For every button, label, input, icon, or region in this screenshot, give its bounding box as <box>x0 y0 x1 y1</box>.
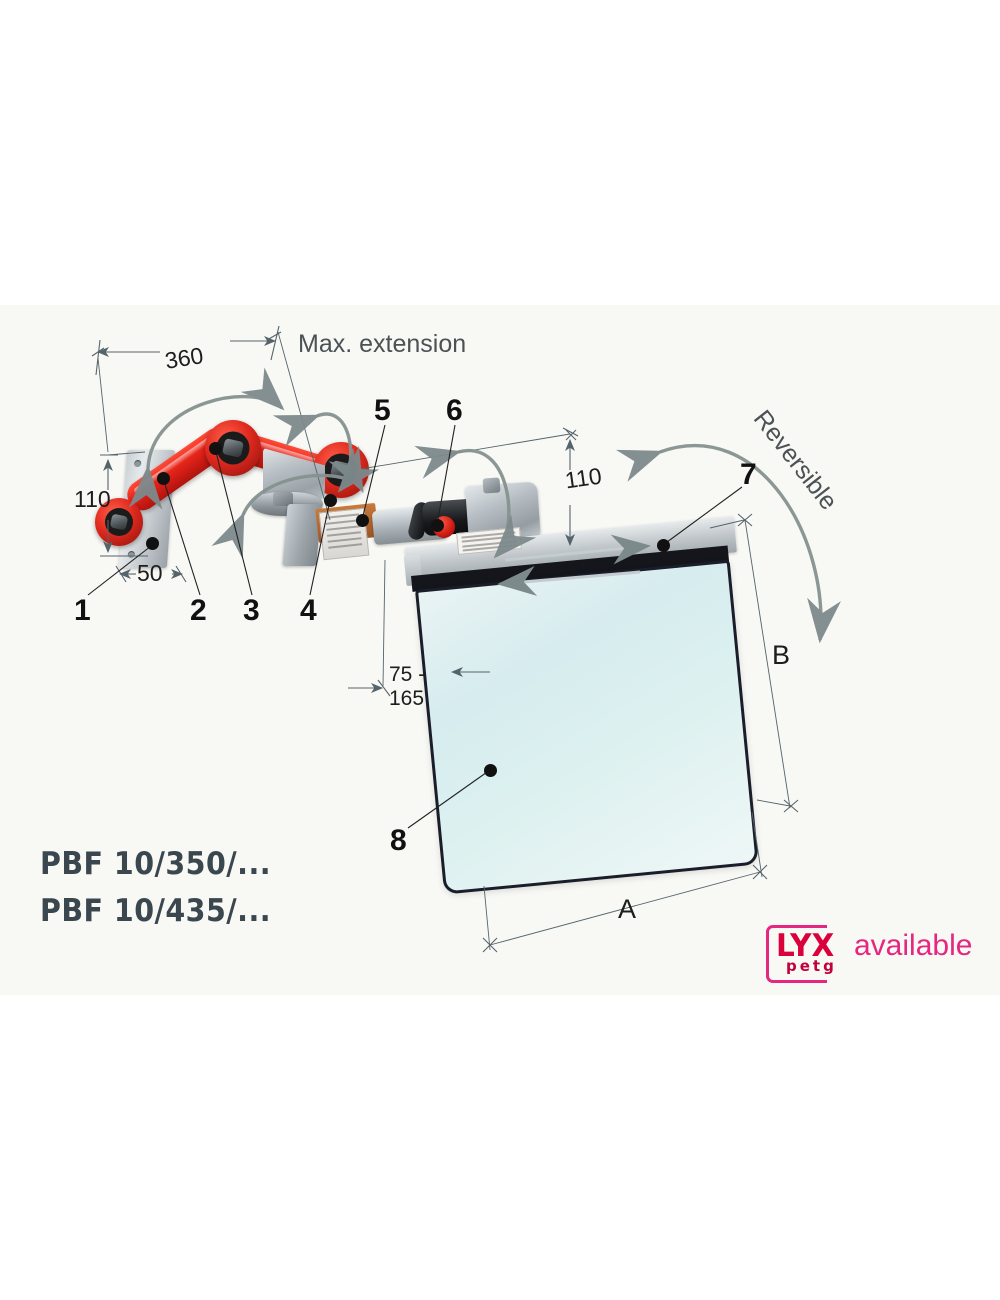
dimension-A: A <box>618 894 637 924</box>
label-max-extension: Max. extension <box>298 330 467 358</box>
lyx-logo: LYX petg available <box>766 925 976 983</box>
clamp-bolt <box>482 477 501 494</box>
callout-number-4: 4 <box>300 594 317 627</box>
callout-number-5: 5 <box>374 394 391 427</box>
dimension-75-165-upper: 75 - <box>389 663 426 686</box>
lyx-available-text: available <box>854 929 973 962</box>
dimension-110-mid: 110 <box>563 462 604 494</box>
callout-dot-7 <box>657 539 670 552</box>
callout-number-1: 1 <box>74 594 91 627</box>
shield-assembly <box>403 516 825 930</box>
callout-dot-2 <box>157 472 170 485</box>
dimension-B: B <box>772 640 791 670</box>
callout-number-2: 2 <box>190 594 207 627</box>
dimension-50: 50 <box>137 560 163 586</box>
callout-dot-6 <box>431 519 444 532</box>
callout-number-7: 7 <box>740 458 757 491</box>
callout-dot-1 <box>146 537 159 550</box>
callout-number-6: 6 <box>446 394 463 427</box>
product-code-2: PBF 10/435/... <box>40 893 272 929</box>
transparent-shield-pane <box>415 559 759 895</box>
callout-number-8: 8 <box>390 824 407 857</box>
dimension-110-left: 110 <box>74 486 111 512</box>
callout-dot-8 <box>484 764 497 777</box>
callout-number-3: 3 <box>243 594 260 627</box>
lyx-logo-name: LYX <box>776 928 835 964</box>
lyx-bracket-icon <box>766 925 827 983</box>
dimension-75-165-lower: 165 <box>389 687 425 710</box>
callout-dot-3 <box>209 442 222 455</box>
callout-dot-5 <box>356 514 369 527</box>
callout-dot-4 <box>324 494 337 507</box>
lyx-logo-material: petg <box>786 957 837 975</box>
product-code-1: PBF 10/350/... <box>40 846 272 882</box>
